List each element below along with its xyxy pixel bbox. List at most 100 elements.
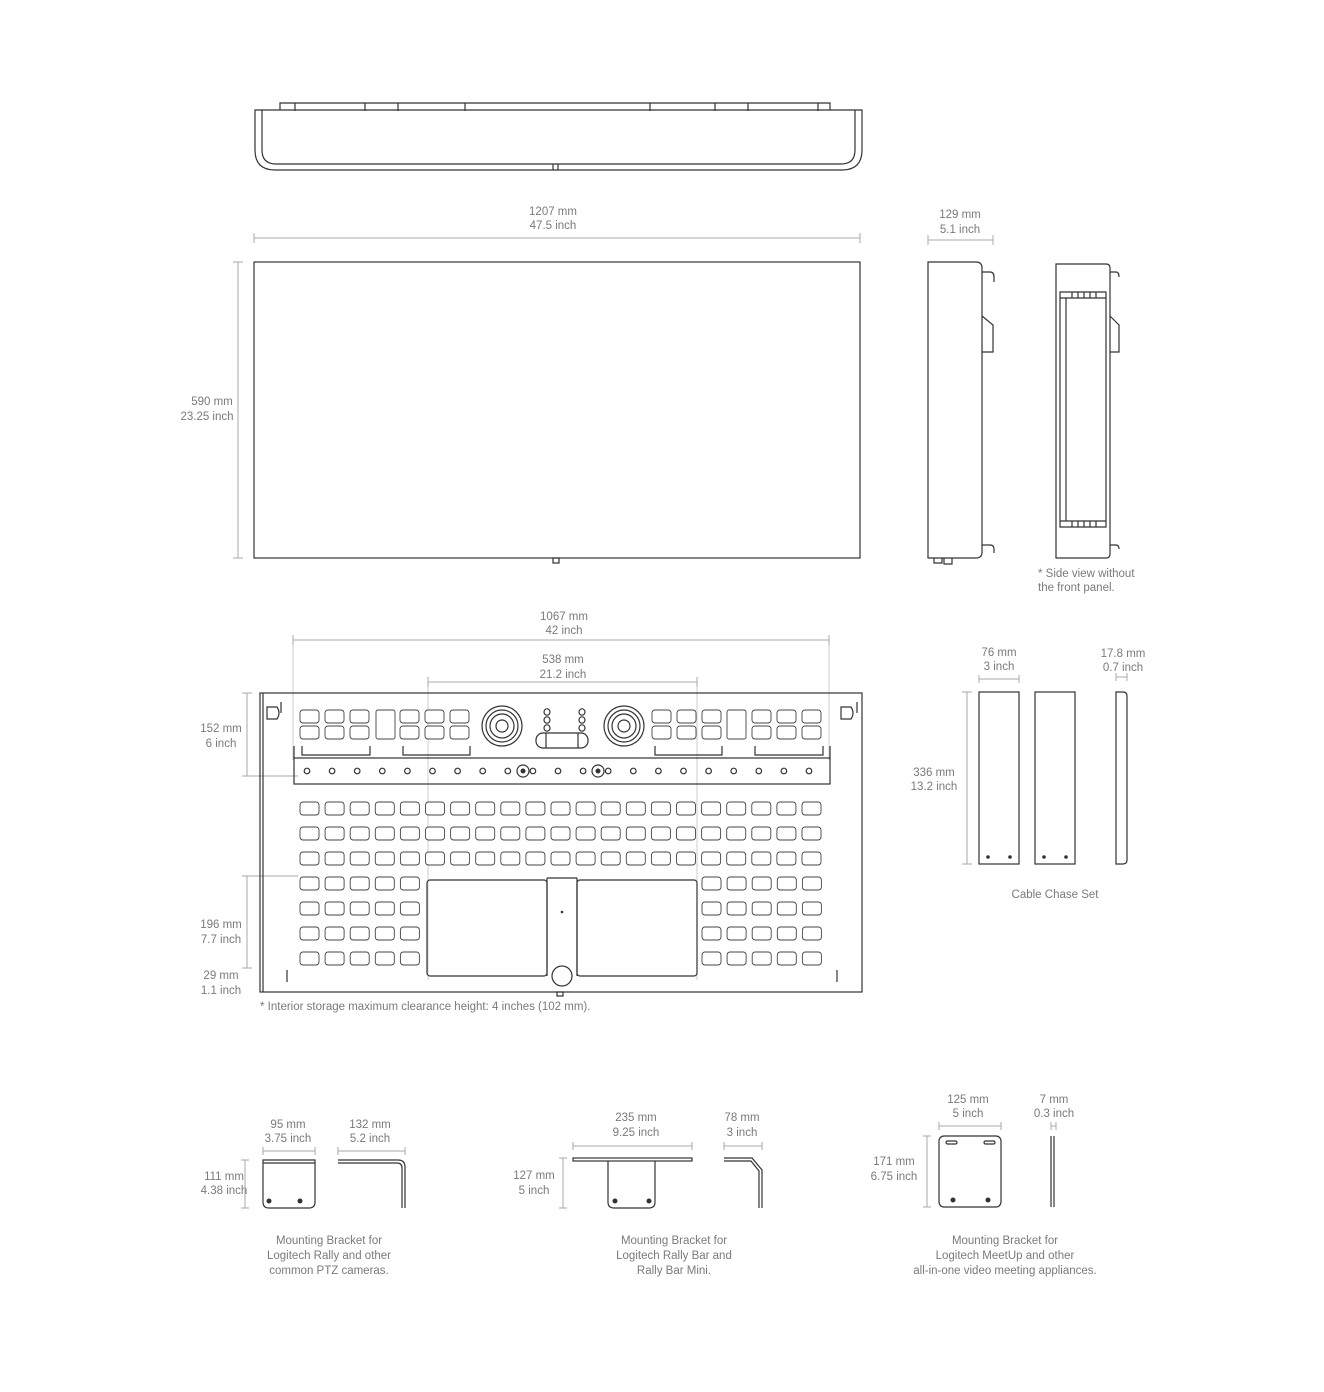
- mounting-hole: [655, 767, 662, 775]
- vent-slot: [399, 876, 420, 891]
- vent-slot: [600, 851, 621, 866]
- vent-slot: [324, 876, 345, 891]
- vent-slot-grid: [299, 709, 822, 966]
- vent-slot: [650, 851, 671, 866]
- vent-slot: [349, 951, 370, 966]
- vent-slot: [525, 826, 546, 841]
- vent-slot: [324, 951, 345, 966]
- vent-slot: [450, 826, 471, 841]
- vent-slot: [575, 826, 596, 841]
- bracket3-depth-mm: 7 mm: [1040, 1094, 1069, 1106]
- fan-grille-ring: [603, 705, 645, 747]
- fan-grille-ring: [611, 713, 637, 739]
- back-bottom-mm: 29 mm: [203, 970, 238, 982]
- chase-caption: Cable Chase Set: [1012, 889, 1100, 901]
- mounting-hole: [730, 767, 738, 775]
- vent-slot: [424, 709, 445, 724]
- vent-slot: [425, 801, 445, 816]
- vent-slot: [600, 801, 621, 816]
- vent-slot: [399, 725, 420, 740]
- fan-grille-ring: [481, 705, 523, 747]
- mounting-hole: [805, 767, 813, 775]
- vent-slot: [701, 926, 722, 941]
- mounting-hole: [680, 767, 687, 775]
- vent-slot: [575, 801, 596, 816]
- vent-slot: [726, 876, 747, 891]
- mounting-hole: [378, 767, 386, 775]
- vent-slot: [374, 801, 395, 816]
- back-view: 1067 mm 42 inch 538 mm 21.2 inch 152 mm …: [200, 611, 863, 1013]
- bracket1-caption-line2: Logitech Rally and other: [267, 1250, 391, 1262]
- vent-slot: [475, 851, 496, 866]
- vent-slot: [475, 801, 496, 816]
- vent-slot: [399, 826, 420, 841]
- keyhole-screw-center: [595, 768, 601, 774]
- bracket3-caption-line2: Logitech MeetUp and other: [936, 1250, 1075, 1262]
- chase-thickness-inch: 0.7 inch: [1103, 662, 1143, 674]
- back-outer-mm: 1067 mm: [540, 611, 588, 623]
- vent-slot: [299, 725, 320, 740]
- vent-slot: [751, 901, 772, 916]
- back-top-mm: 152 mm: [200, 723, 242, 735]
- vent-slot: [751, 709, 772, 724]
- mounting-hole: [454, 767, 462, 775]
- bracket2-caption-line2: Logitech Rally Bar and: [616, 1250, 732, 1262]
- vent-slot: [701, 725, 722, 740]
- vent-slot: [374, 926, 395, 941]
- vent-slot: [801, 901, 822, 916]
- vent-slot: [550, 826, 571, 841]
- keyhole-screw-center: [520, 768, 526, 774]
- indicator-port: [578, 716, 586, 724]
- vent-slot: [801, 876, 822, 891]
- mounting-hole: [353, 767, 361, 775]
- vent-slot: [701, 901, 722, 916]
- vent-slot: [450, 801, 471, 816]
- vent-slot: [299, 826, 320, 841]
- bracket2-height-inch: 5 inch: [519, 1185, 550, 1197]
- vent-slot: [776, 851, 797, 866]
- back-storage-mm: 196 mm: [200, 919, 242, 931]
- back-outer-inch: 42 inch: [545, 625, 582, 637]
- vent-slot: [324, 709, 345, 724]
- top-view: [254, 102, 863, 171]
- vent-slot: [751, 801, 772, 816]
- side-note-line2: the front panel.: [1038, 582, 1115, 594]
- mounting-hole: [529, 767, 537, 775]
- vent-slot: [500, 851, 521, 866]
- vent-slot: [776, 926, 797, 941]
- side-depth-inch: 5.1 inch: [940, 224, 980, 236]
- fan-grille-ring: [607, 709, 641, 743]
- vent-slot: [399, 951, 420, 966]
- vent-slot: [801, 951, 822, 966]
- bracket2-width-mm: 235 mm: [615, 1112, 657, 1124]
- vent-slot: [650, 801, 671, 816]
- bracket3-caption-line1: Mounting Bracket for: [952, 1235, 1058, 1247]
- vent-slot: [374, 901, 395, 916]
- vent-slot: [299, 876, 320, 891]
- vent-slot: [776, 801, 797, 816]
- mounting-hole-row: [303, 764, 813, 778]
- bracket2-width-inch: 9.25 inch: [613, 1127, 660, 1139]
- bracket1-height-inch: 4.38 inch: [201, 1185, 248, 1197]
- vent-slot: [776, 725, 797, 740]
- vent-slot: [751, 951, 772, 966]
- vent-slot: [475, 826, 496, 841]
- vent-slot: [299, 851, 320, 866]
- vent-slot: [399, 801, 420, 816]
- bracket1-height-mm: 111 mm: [204, 1171, 244, 1183]
- side-view: 129 mm 5.1 inch * Side view without the …: [927, 209, 1135, 594]
- chase-height-mm: 336 mm: [913, 767, 955, 779]
- bracket2-height-mm: 127 mm: [513, 1170, 555, 1182]
- vent-slot: [776, 951, 797, 966]
- back-storage-inch: 7.7 inch: [201, 934, 241, 946]
- bracket1-width-mm: 95 mm: [270, 1119, 305, 1131]
- bracket3-depth-inch: 0.3 inch: [1034, 1108, 1074, 1120]
- vent-slot: [424, 725, 445, 740]
- vent-slot: [525, 801, 546, 816]
- fan-grille-ring: [617, 719, 631, 733]
- back-inner-mm: 538 mm: [542, 654, 584, 666]
- vent-slot: [550, 851, 571, 866]
- vent-slot: [324, 801, 345, 816]
- vent-slot: [650, 826, 671, 841]
- vent-slot: [701, 951, 722, 966]
